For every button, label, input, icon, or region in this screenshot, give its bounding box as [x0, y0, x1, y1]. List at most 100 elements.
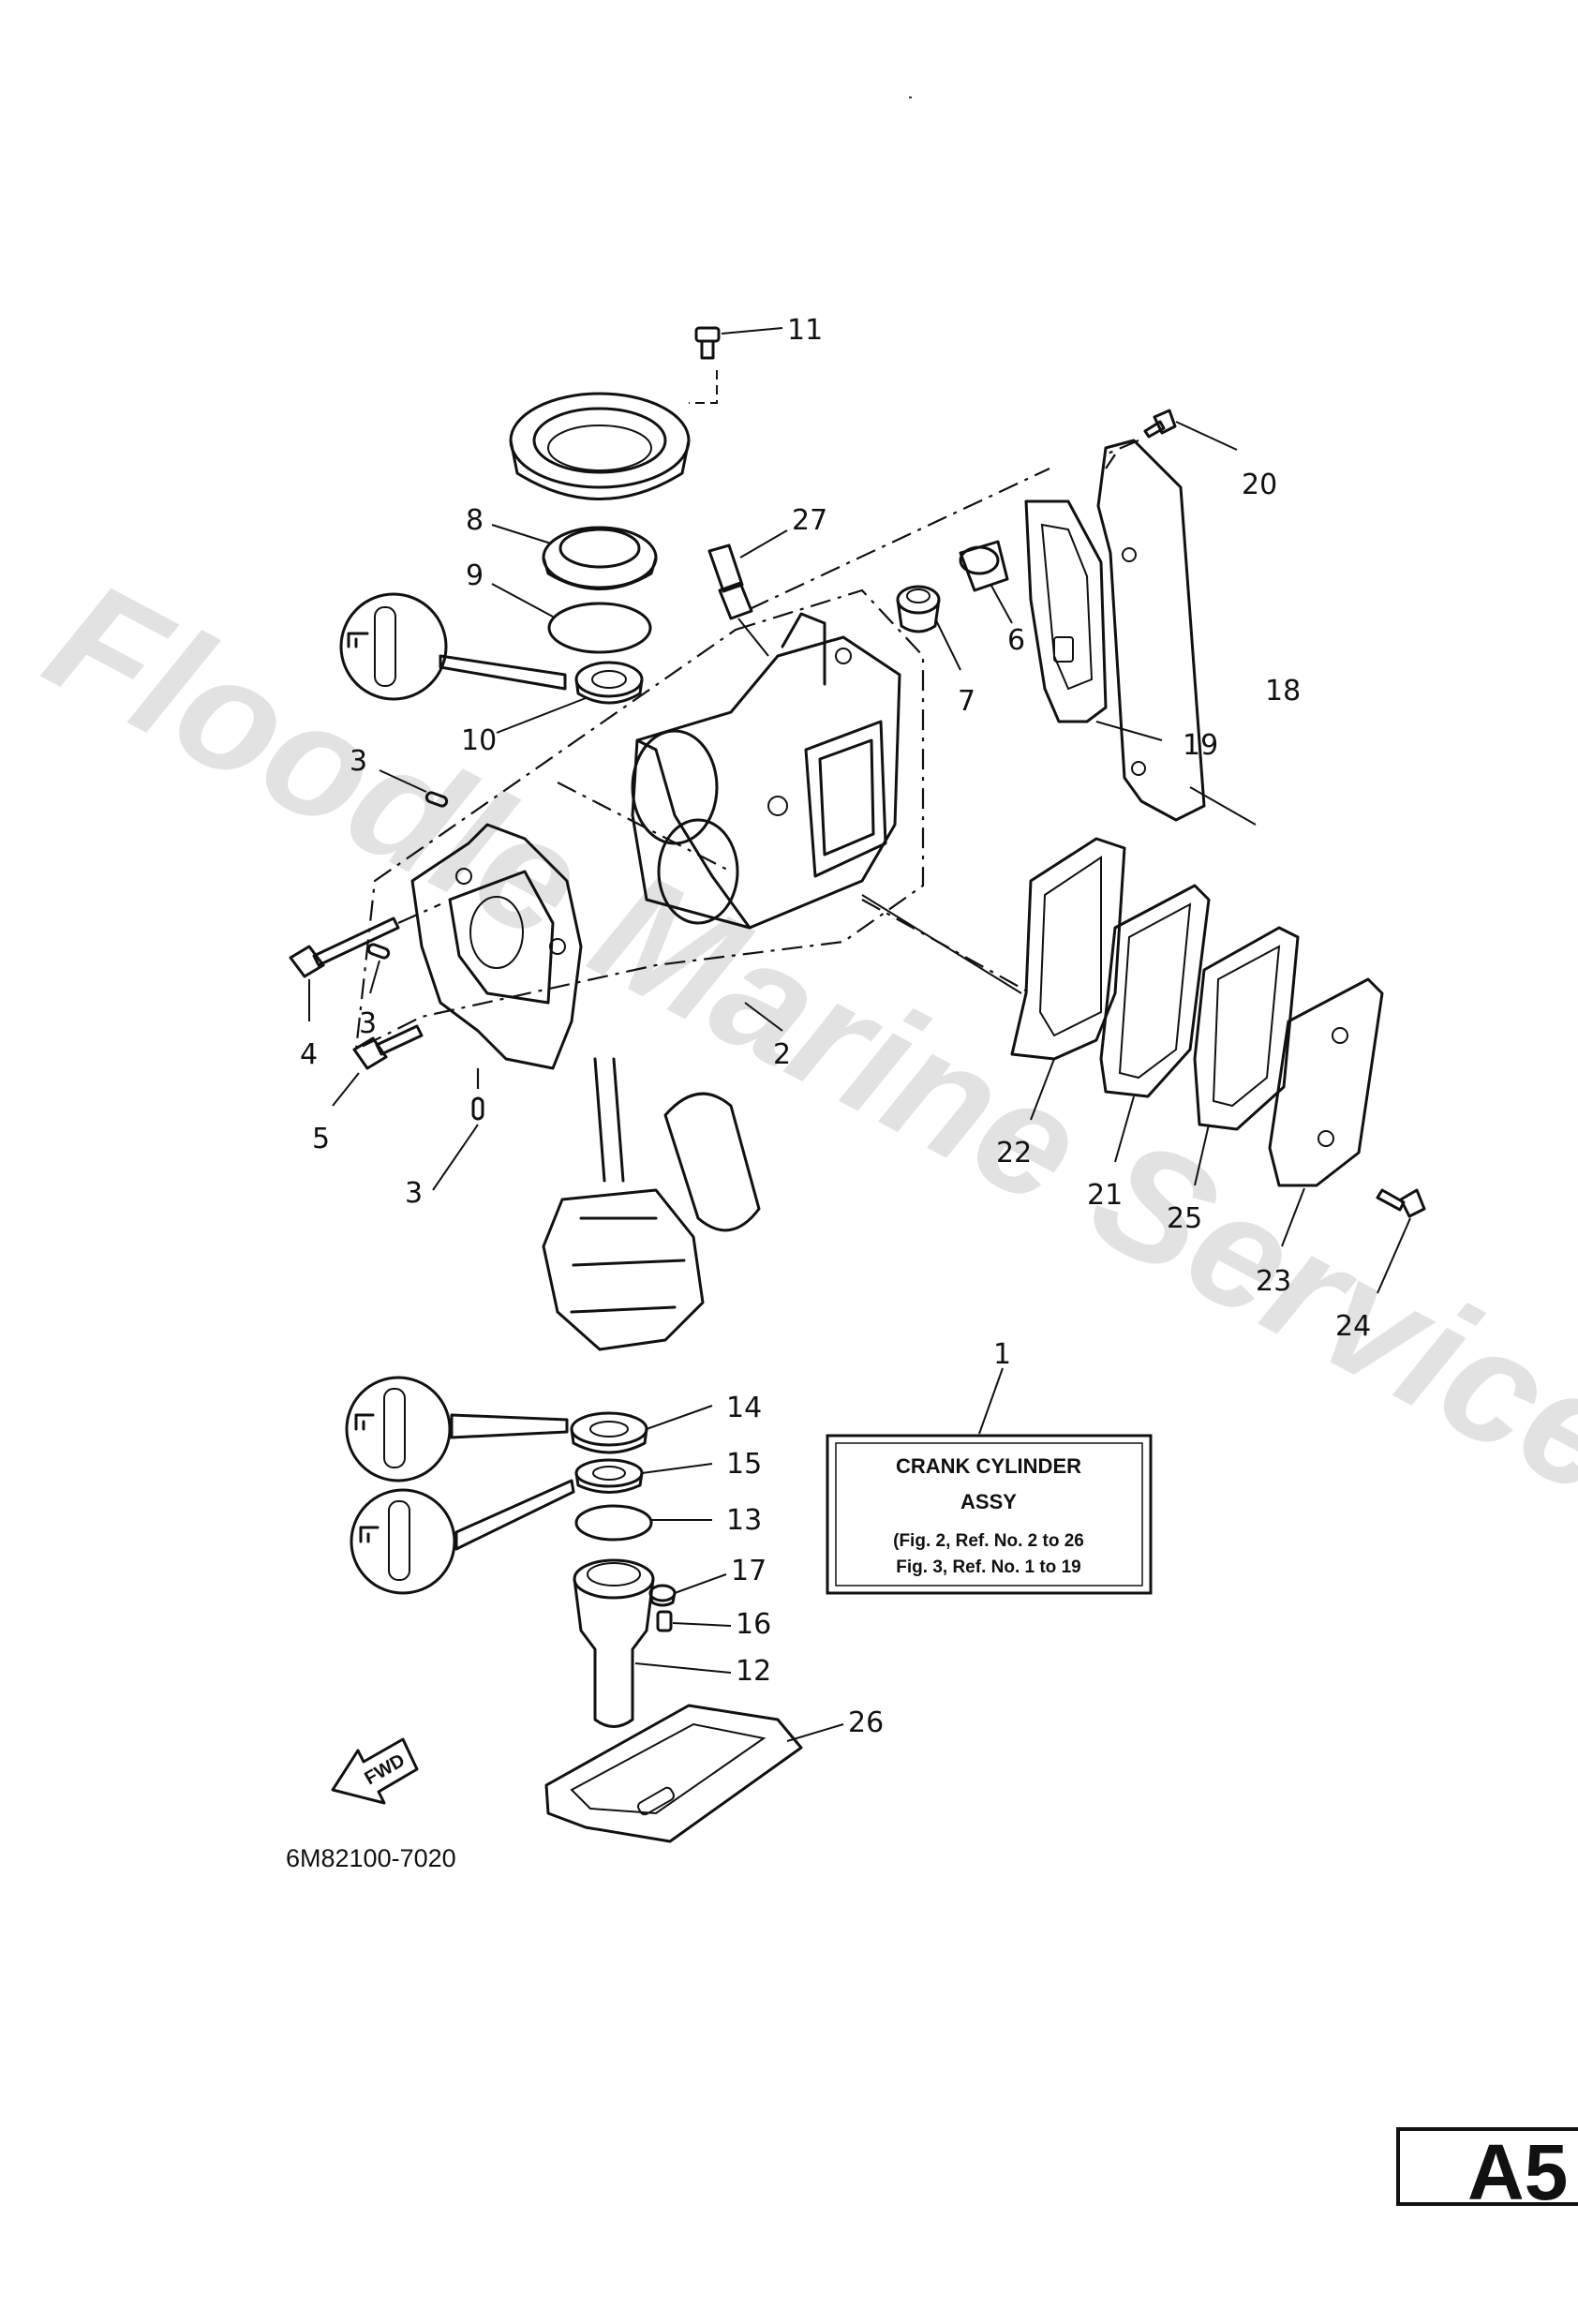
assembly-2-boundary: [354, 588, 925, 1051]
grease-symbol-lower-a: [345, 1376, 569, 1482]
leader-1: [978, 1367, 1004, 1435]
bolt-4-dash: [397, 902, 441, 925]
exhaust-cover-23: [1268, 977, 1384, 1187]
callout-12: 12: [736, 1655, 771, 1688]
callout-16: 16: [736, 1608, 771, 1641]
bearing-housing-cover: [509, 392, 691, 500]
leader-11: [721, 327, 783, 335]
dash-11: [689, 370, 718, 404]
leader-6: [990, 585, 1013, 624]
bolt-24-icon: [1376, 1188, 1426, 1218]
dowel-pin-3b: [366, 943, 391, 960]
callout-27: 27: [792, 504, 827, 537]
callout-23: 23: [1256, 1265, 1291, 1298]
bolt-4-icon: [289, 916, 400, 978]
leader-23: [1281, 1187, 1305, 1247]
leader-8: [491, 524, 552, 544]
callout-25: 25: [1167, 1202, 1202, 1235]
assembly-ref-2: Fig. 3, Ref. No. 1 to 19: [896, 1557, 1080, 1577]
leader-2: [744, 1002, 783, 1032]
leader-3a: [379, 769, 427, 793]
callout-19: 19: [1183, 729, 1218, 762]
dowel-pin-3a: [424, 791, 449, 808]
exhaust-cover-18: [1096, 439, 1206, 822]
page-tag: A5: [1396, 2127, 1578, 2216]
assembly-dash-d: [1105, 454, 1116, 469]
leader-17: [674, 1573, 727, 1594]
leader-24: [1377, 1217, 1411, 1294]
assembly-ref-1: (Fig. 2, Ref. No. 2 to 26: [893, 1531, 1084, 1551]
bolt-20-icon: [1143, 409, 1177, 439]
thermostat-cover-6: [959, 540, 1009, 592]
gasket-25: [1193, 926, 1300, 1131]
dowel-pin-3c: [471, 1096, 484, 1121]
callout-15: 15: [726, 1448, 762, 1481]
callout-13: 13: [726, 1504, 762, 1537]
gasket-22: [1010, 837, 1126, 1061]
assembly-title-2: ASSY: [960, 1490, 1017, 1513]
fwd-label: FWD: [362, 1750, 409, 1790]
leader-26: [786, 1723, 844, 1742]
leader-27: [739, 529, 788, 559]
callout-6: 6: [1007, 624, 1025, 657]
spark-plug-27: [707, 544, 769, 657]
assembly-title-1: CRANK CYLINDER: [896, 1454, 1081, 1478]
callout-18: 18: [1265, 675, 1301, 708]
drive-shaft-housing-12: [573, 1558, 655, 1728]
crankcase: [410, 823, 583, 1070]
callout-3a: 3: [350, 745, 367, 778]
leader-20: [1175, 421, 1238, 451]
o-ring-13: [574, 1504, 653, 1542]
callout-24: 24: [1335, 1310, 1371, 1343]
leader-7: [934, 618, 961, 671]
callout-20: 20: [1242, 469, 1277, 501]
callout-1: 1: [993, 1338, 1011, 1371]
bearing-housing-8: [542, 526, 658, 590]
leader-9: [491, 583, 554, 618]
callout-11: 11: [787, 314, 823, 347]
callout-21: 21: [1087, 1179, 1123, 1212]
leader-14: [646, 1405, 713, 1430]
bolt-16-icon: [656, 1610, 673, 1632]
bolt-11-icon: [694, 326, 721, 360]
callout-5: 5: [312, 1123, 330, 1155]
catalog-code: 6M82100-7020: [286, 1844, 456, 1872]
grease-symbol-upper: [339, 592, 567, 701]
callout-22: 22: [996, 1137, 1032, 1169]
callout-3c: 3: [405, 1177, 423, 1210]
thermostat-7: [896, 585, 941, 633]
leader-3c: [432, 1124, 479, 1191]
callout-8: 8: [466, 504, 484, 537]
callout-26: 26: [848, 1706, 884, 1739]
crankshaft: [542, 1057, 761, 1351]
leader-21: [1114, 1095, 1135, 1163]
assembly-box: [826, 1434, 1153, 1595]
cylinder-block: [631, 612, 901, 930]
leader-22: [1030, 1058, 1055, 1121]
oil-seal-10: [574, 661, 644, 705]
fwd-arrow-icon: [331, 1737, 419, 1805]
callout-4: 4: [300, 1038, 318, 1071]
callout-numbers: 11 20 8 27 9 6 18 7 19 10 3 3 4 2 5 22 3…: [300, 314, 1371, 1739]
leader-15: [641, 1463, 713, 1474]
bolt-20-dash: [1105, 439, 1139, 456]
leader-3b: [369, 960, 380, 994]
washer-17: [648, 1584, 677, 1607]
callout-10: 10: [461, 724, 497, 757]
watermark-text: Floodle Marine Services: [22, 546, 1578, 1572]
callout-17: 17: [731, 1555, 767, 1587]
callout-9: 9: [466, 559, 484, 592]
exhaust-guide-21: [1099, 884, 1211, 1098]
callout-2: 2: [773, 1038, 791, 1071]
callout-3b: 3: [359, 1007, 377, 1040]
callout-7: 7: [958, 685, 975, 718]
leader-5: [332, 1072, 360, 1107]
gasket-26: [544, 1704, 803, 1843]
scan-speck: [909, 97, 912, 98]
oil-seal-15: [574, 1458, 644, 1494]
page-tag-label: A5: [1467, 2128, 1569, 2216]
bolt-5-icon: [352, 1024, 424, 1070]
leader-10: [496, 697, 587, 734]
leader-22b: [861, 894, 1022, 994]
